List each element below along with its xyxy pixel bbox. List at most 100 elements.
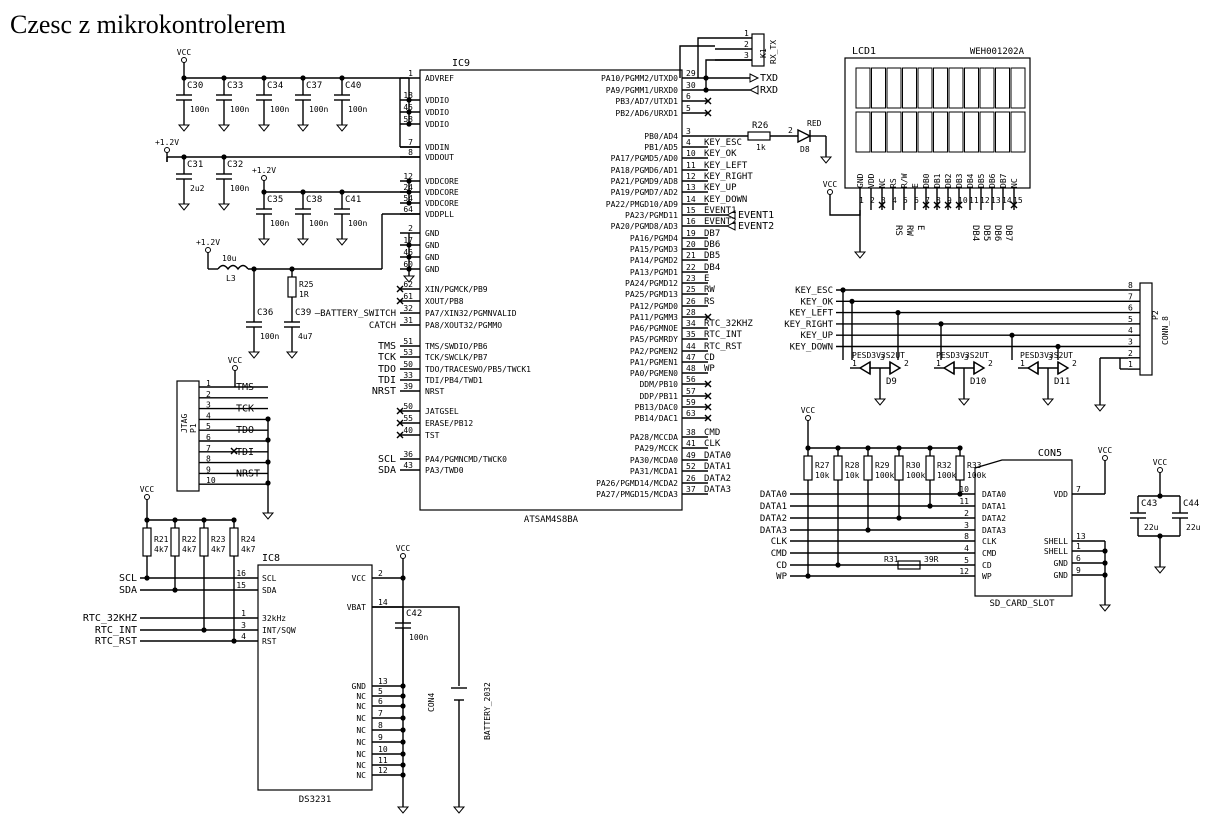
k1-pin-number: 1 — [744, 29, 749, 38]
jtag-connector — [176, 380, 200, 492]
resistor-r28-value: 10k — [845, 471, 860, 480]
power-label: +1.2V — [196, 238, 220, 247]
net-event: EVENT2 — [738, 221, 774, 232]
jtag-net-label: TCK — [236, 404, 254, 415]
power-icon — [805, 415, 811, 421]
ic9-pin-number: 28 — [686, 308, 696, 317]
ic8-pin-number: 8 — [378, 721, 383, 730]
ic9-pin-number: 52 — [686, 462, 696, 471]
ic9-net-label: DB6 — [704, 240, 720, 250]
junction-dot — [865, 527, 871, 533]
ic8-pin-number: 13 — [378, 677, 388, 686]
jtag-net-label: TDI — [236, 447, 254, 458]
ic9-pin-name: PA13/PGMD1 — [630, 268, 678, 277]
ic9-pin-name: PA0/PGMEN0 — [630, 369, 678, 378]
ic9-net-label: CMD — [704, 428, 720, 438]
lcd-character-cell — [979, 111, 995, 153]
junction-dot — [265, 459, 271, 465]
resistor-r23-ref: R23 — [211, 535, 226, 544]
ground-icon — [296, 238, 310, 246]
ic9-pin-name: PA29/MCCK — [635, 444, 679, 453]
ground-icon — [257, 124, 271, 132]
junction-dot — [231, 638, 237, 644]
lcd-character-cell — [855, 111, 871, 153]
ground-icon — [335, 238, 349, 246]
ic9-pin-number: 24 — [403, 183, 413, 192]
ic9-pin-name: TDI/PB4/TWD1 — [425, 376, 483, 385]
ic8-pin-name: 32kHz — [262, 614, 286, 623]
capacitor-c44-value: 22u — [1186, 523, 1201, 532]
ground-icon — [1153, 566, 1167, 574]
ic8-pin-number: 14 — [378, 598, 388, 607]
k1-ref: K1 — [759, 48, 768, 58]
capacitor-c41-ref: C41 — [345, 195, 361, 205]
resistor-r22-ref: R22 — [182, 535, 197, 544]
lcd-pin-number: 11 — [969, 196, 979, 205]
ic9-pin-number: 45 — [403, 103, 413, 112]
jtag-ref: P1 — [189, 423, 198, 433]
power-icon — [827, 189, 833, 195]
ic9-pin-name: PA31/MCDA1 — [630, 467, 678, 476]
k1-connector — [751, 33, 765, 67]
sd-pin-name: DATA3 — [982, 526, 1006, 535]
no-connect-mark — [704, 403, 712, 411]
capacitor-c36-ref: C36 — [257, 308, 273, 318]
capacitor-c32-value: 100n — [230, 184, 249, 193]
ic9-pin-name: PB2/AD6/URXD1 — [615, 109, 678, 118]
tvs-diode-ref: D9 — [886, 377, 897, 387]
ic9-pin-name: TMS/SWDIO/PB6 — [425, 342, 488, 351]
led-icon — [797, 128, 812, 144]
ic9-pin-number: 40 — [403, 426, 413, 435]
resistor-r26-value: 1k — [756, 143, 766, 152]
ic9-part: ATSAM4S8BA — [524, 515, 579, 525]
power-icon — [144, 494, 150, 500]
ic9-pin-name: PA28/MCCDA — [630, 433, 678, 442]
ic9-pin-number: 16 — [686, 217, 696, 226]
power-label: VCC — [177, 48, 192, 57]
ic9-pin-number: 47 — [686, 353, 696, 362]
lcd-character-cell — [948, 111, 964, 153]
ic9-pin-name: XIN/PGMCK/PB9 — [425, 285, 488, 294]
resistor-r26-ref: R26 — [752, 121, 768, 131]
junction-dot — [1102, 560, 1108, 566]
lcd-character-cell — [886, 67, 902, 109]
no-connect-mark — [704, 380, 712, 388]
p2-connector — [1139, 282, 1153, 376]
ic9-net-label: RTC_INT — [704, 330, 743, 340]
ic9-net-label: EVENT2 — [704, 217, 737, 227]
sd-pin-number: 2 — [964, 509, 969, 518]
lcd-pin-number: 3 — [881, 196, 886, 205]
ic9-pin-name: PA19/PGMD7/AD2 — [611, 188, 679, 197]
ic8-pin-number: 11 — [378, 756, 388, 765]
capacitor-c40-value: 100n — [348, 105, 367, 114]
junction-dot — [1157, 493, 1163, 499]
capacitor-c44-ref: C44 — [1183, 499, 1199, 509]
junction-dot — [400, 703, 406, 709]
resistor-r28-body — [833, 455, 843, 481]
ic9-pin-number: 12 — [403, 172, 413, 181]
junction-dot — [400, 762, 406, 768]
ground-icon — [285, 351, 299, 359]
ic9-net-label: DATA3 — [704, 485, 731, 495]
net-tdi: TDI — [378, 375, 396, 386]
capacitor-c42-value: 100n — [409, 633, 428, 642]
lcd-part: WEH001202A — [970, 47, 1025, 57]
sd-part: SD_CARD_SLOT — [989, 599, 1055, 609]
ic8-pin-name: NC — [356, 771, 366, 780]
sd-net-label: WP — [776, 572, 787, 582]
ic8-pin-name: NC — [356, 750, 366, 759]
ic9-pin-number: 61 — [403, 292, 413, 301]
ic9-pin-name: PA27/PMGD15/MCDA3 — [596, 490, 678, 499]
capacitor-c38-ref: C38 — [306, 195, 322, 205]
lcd-character-cell — [917, 111, 933, 153]
resistor-r33-ref: R33 — [967, 461, 982, 470]
ic9-pin-name: VDDOUT — [425, 153, 454, 162]
ic9-pin-number: 55 — [403, 414, 413, 423]
led-pin: 2 — [788, 126, 793, 135]
ic9-net-label: DATA0 — [704, 451, 731, 461]
p2-pin-number: 1 — [1128, 360, 1133, 369]
ic9-pin-name: PA20/PGMD8/AD3 — [611, 222, 679, 231]
ic9-ref: IC9 — [452, 58, 470, 69]
no-connect-mark — [704, 392, 712, 400]
ic9-pin-number: 18 — [403, 91, 413, 100]
